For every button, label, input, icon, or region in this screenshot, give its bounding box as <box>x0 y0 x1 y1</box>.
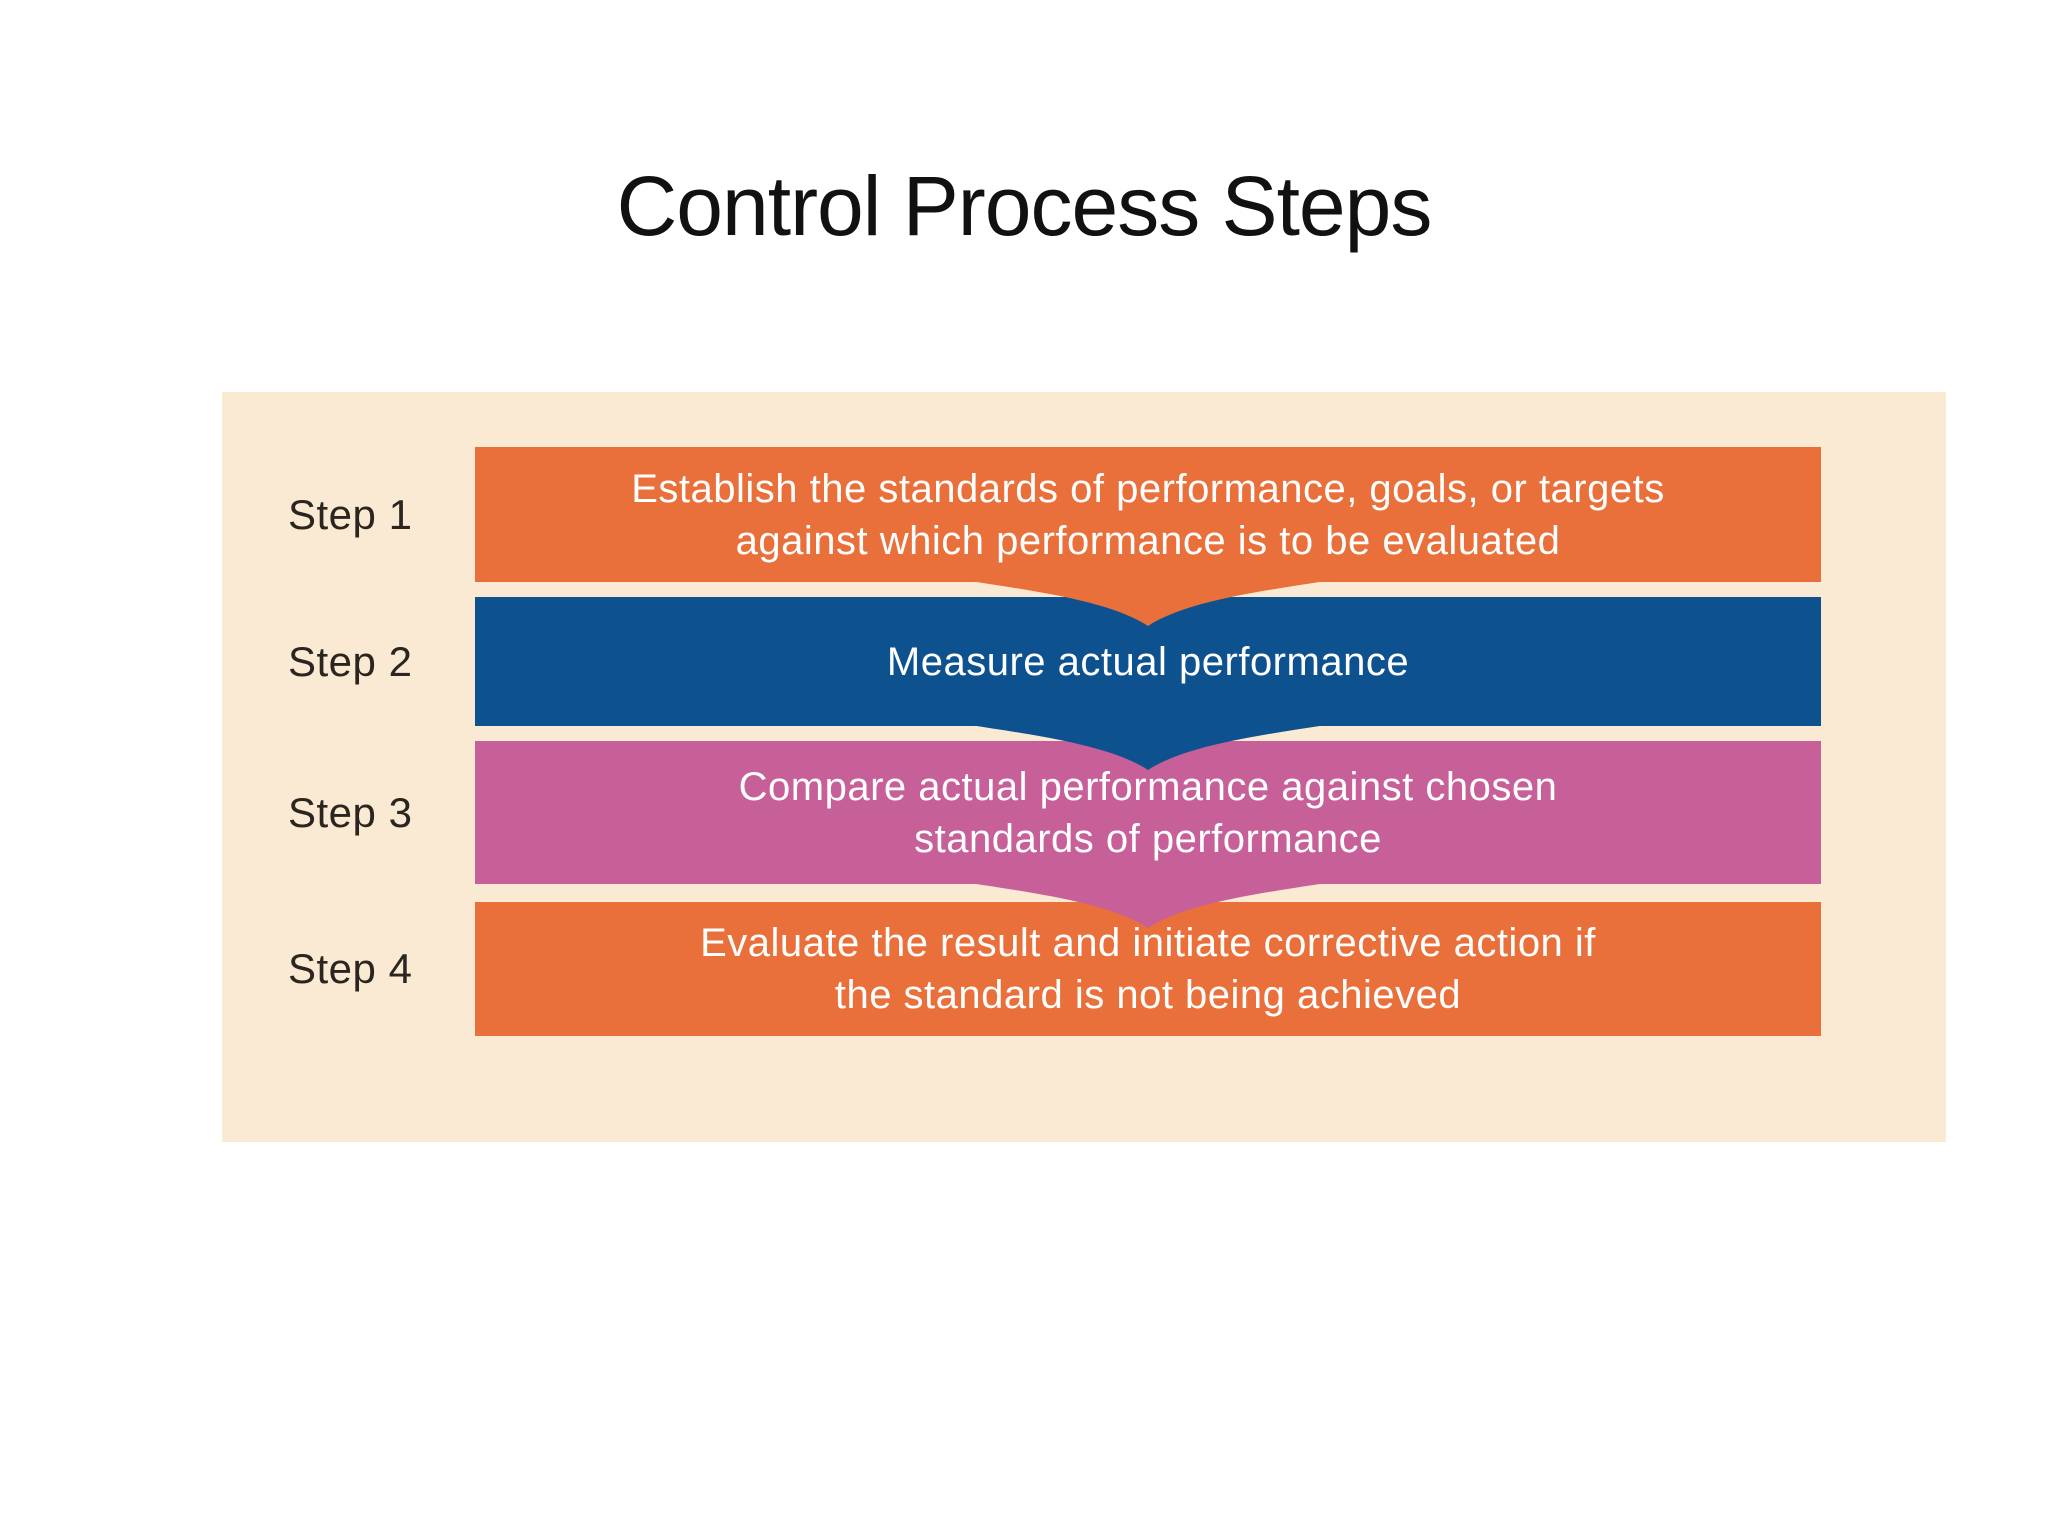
arrow-down-icon <box>970 725 1326 770</box>
step-3-label-cell: Step 3 <box>222 741 475 884</box>
control-process-diagram: Step 1 Establish the standards of perfor… <box>222 392 1946 1142</box>
step-1-label-cell: Step 1 <box>222 447 475 582</box>
step-4-label: Step 4 <box>288 945 413 992</box>
step-2-label-cell: Step 2 <box>222 597 475 726</box>
step-3-text-line-1: Compare actual performance against chose… <box>738 764 1558 809</box>
step-1-text-line-2: against which performance is to be evalu… <box>735 518 1561 563</box>
step-4-text-line-1: Evaluate the result and initiate correct… <box>700 921 1596 965</box>
step-2-label: Step 2 <box>288 637 413 685</box>
step-row-1: Step 1 Establish the standards of perfor… <box>222 447 1946 626</box>
step-1-text-line-1: Establish the standards of performance, … <box>631 466 1665 511</box>
step-2-text-line-1: Measure actual performance <box>886 639 1410 684</box>
step-row-3: Step 3 Compare actual performance agains… <box>222 741 1946 928</box>
step-3-bar: Compare actual performance against chose… <box>475 741 1821 928</box>
step-4-label-cell: Step 4 <box>222 902 475 1036</box>
step-4-text-line-2: the standard is not being achieved <box>834 973 1462 1017</box>
step-3-text-line-2: standards of performance <box>914 816 1382 861</box>
arrow-down-icon <box>970 883 1326 928</box>
arrow-down-icon <box>970 581 1326 626</box>
step-3-label: Step 3 <box>288 788 413 836</box>
page-title: Control Process Steps <box>616 159 1433 253</box>
step-1-label: Step 1 <box>288 490 413 538</box>
step-1-bar: Establish the standards of performance, … <box>475 447 1821 626</box>
